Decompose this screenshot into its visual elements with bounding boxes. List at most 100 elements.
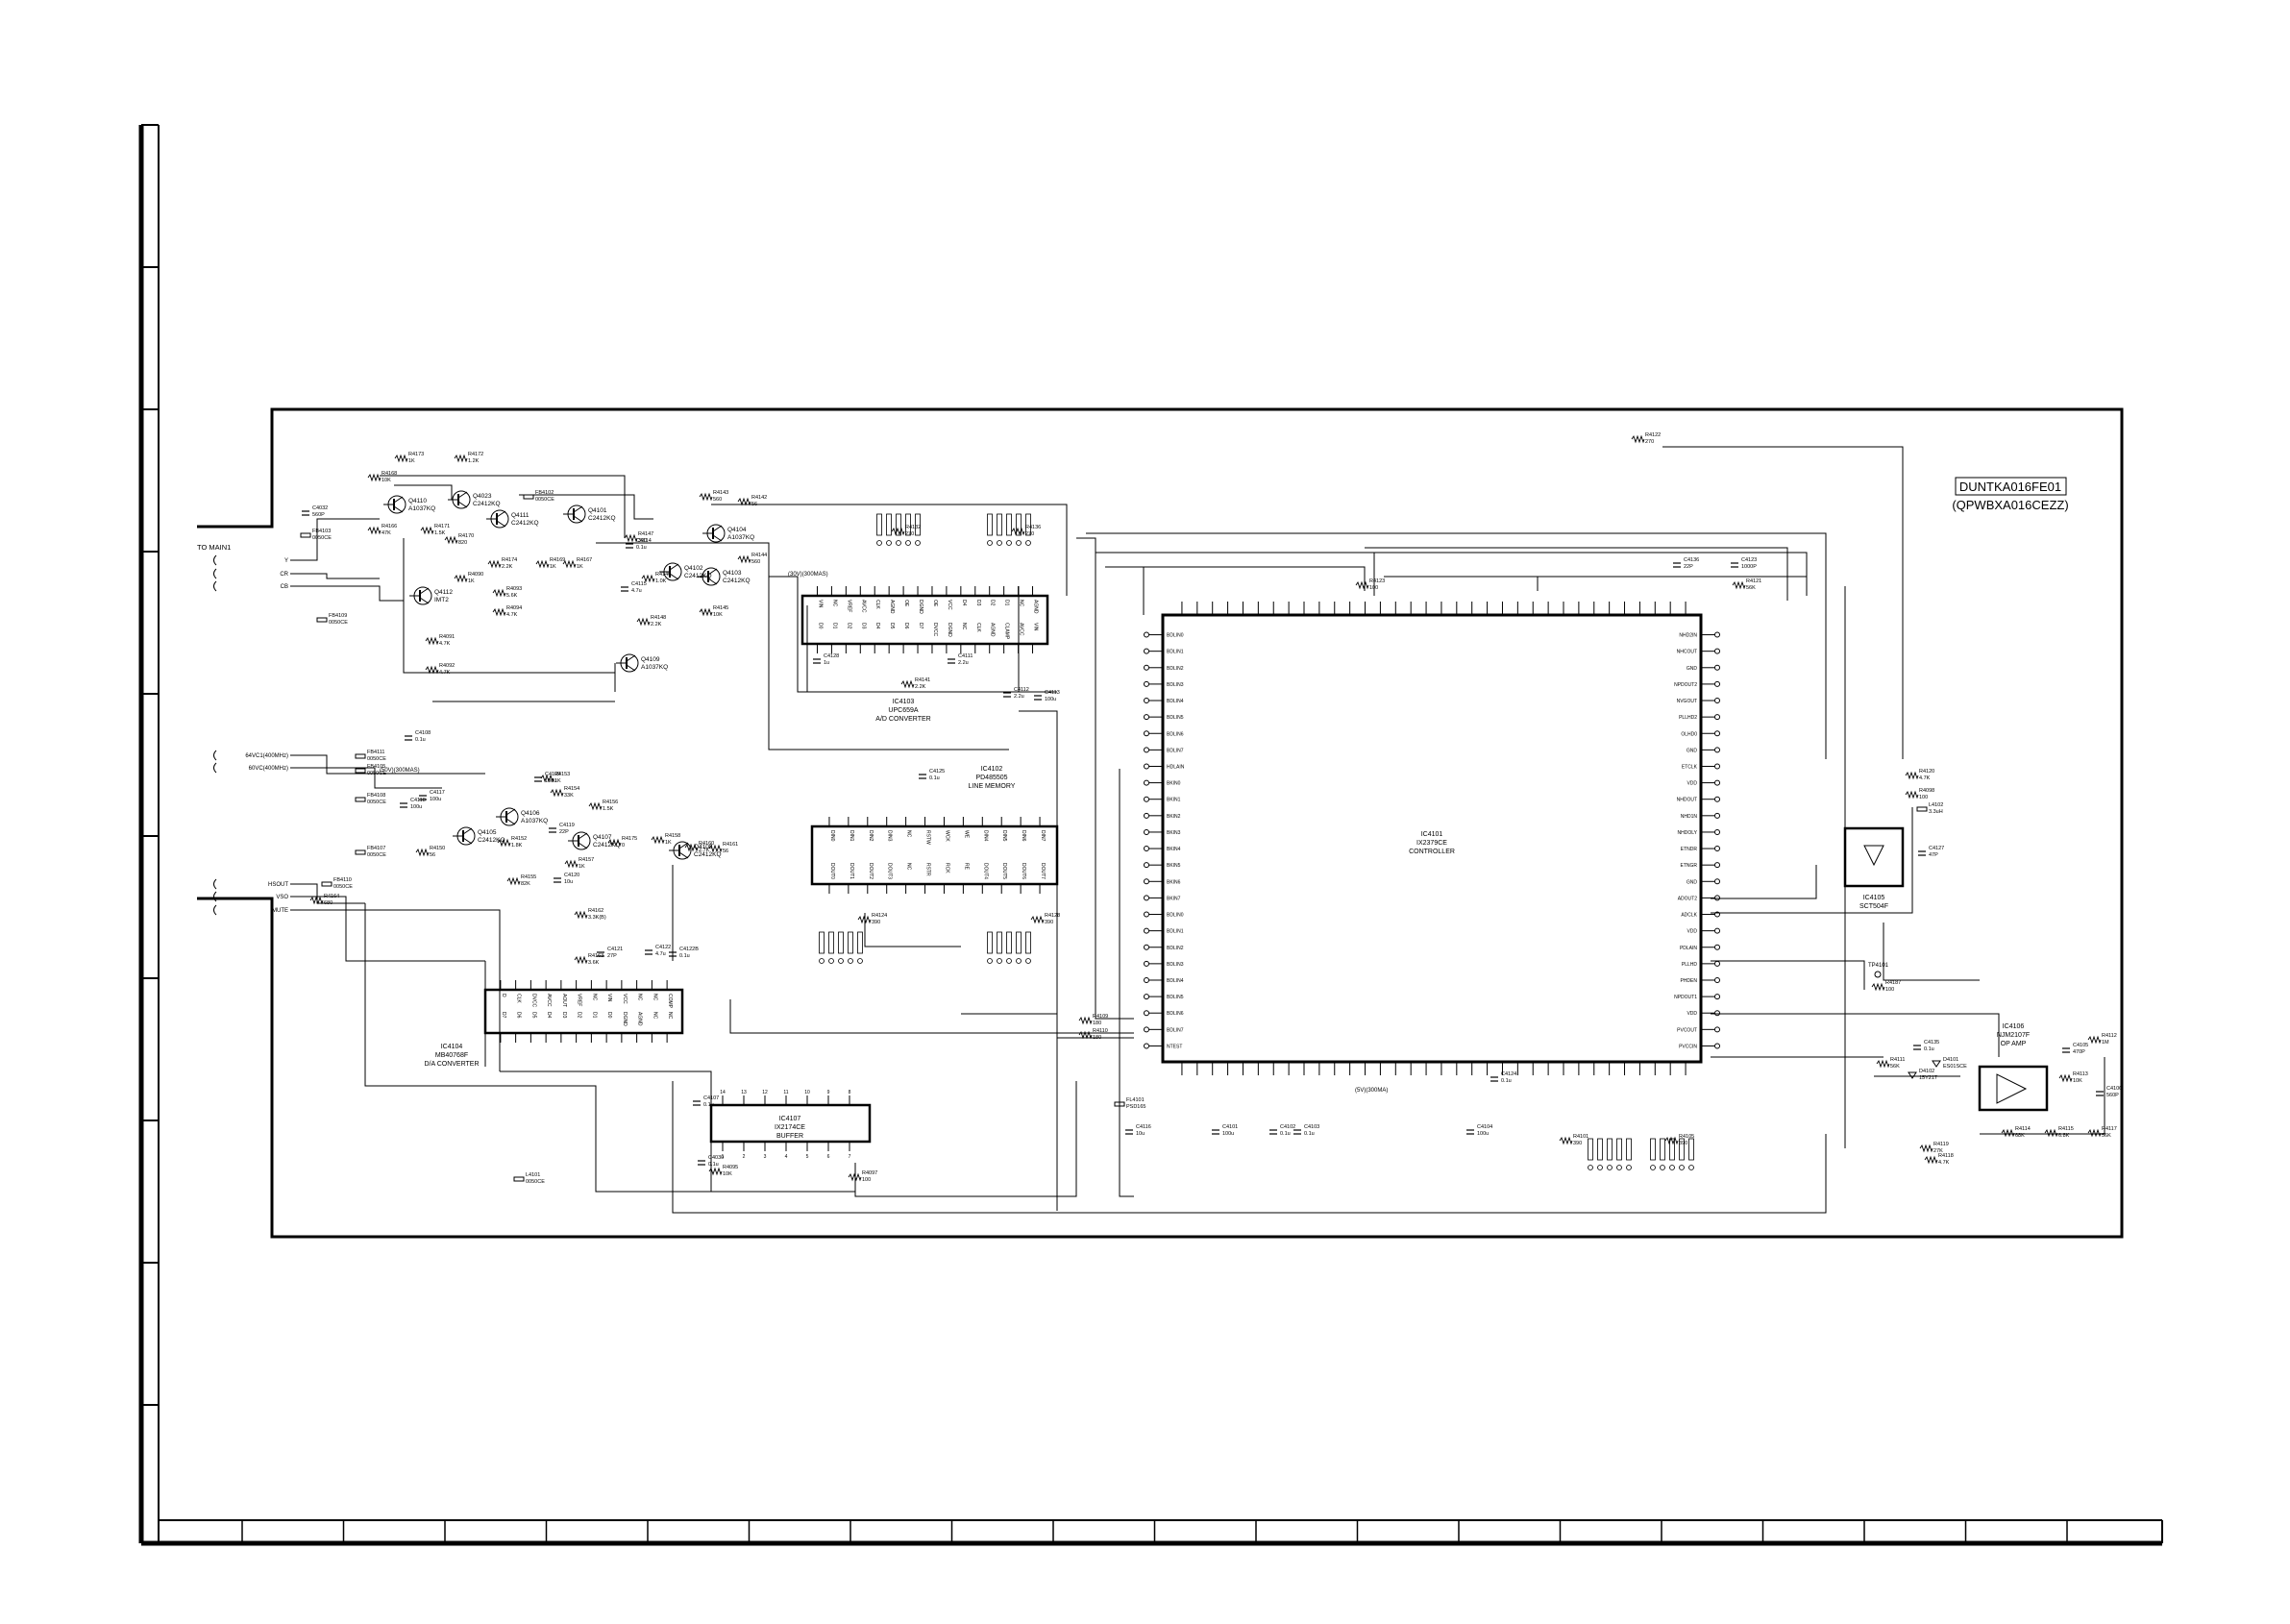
transistor-ref: Q4023 bbox=[473, 493, 492, 500]
ic-pin-pad bbox=[1714, 1026, 1720, 1033]
ic-pin-number: 11 bbox=[783, 1090, 788, 1095]
resistor-zigzag bbox=[699, 607, 713, 617]
connector-title: TO MAIN1 bbox=[197, 543, 231, 552]
ic-pin-label: PDLAIN bbox=[1680, 946, 1697, 951]
ic-pin-label: NHD1N bbox=[1681, 814, 1698, 820]
passive-ref: C4111 bbox=[958, 653, 973, 659]
transistor-emitter bbox=[457, 501, 468, 508]
resistor-zigzag bbox=[737, 554, 751, 564]
ic-pin-label: D3 bbox=[975, 600, 981, 606]
board-code-box bbox=[1955, 477, 2067, 496]
ic-pin-label: ADOUT2 bbox=[1678, 896, 1698, 901]
array-resistor bbox=[828, 931, 834, 954]
ic-function: CONTROLLER bbox=[1409, 849, 1455, 855]
ic-pin-pad bbox=[1144, 714, 1149, 721]
ic-pin-pad bbox=[1714, 698, 1720, 704]
resistor-zigzag bbox=[415, 848, 430, 857]
board-code: DUNTKA016FE01 bbox=[1959, 480, 2061, 494]
ic-pin-label: ETNDR bbox=[1681, 847, 1698, 852]
transistor-ref: Q4111 bbox=[511, 512, 529, 519]
passive-ref: C4120 bbox=[564, 873, 579, 878]
array-resistor bbox=[1607, 1138, 1613, 1161]
ic-pin-number: 3 bbox=[764, 1154, 767, 1160]
passive-value: 100u bbox=[410, 804, 422, 810]
grid-column-dividers bbox=[241, 1520, 2068, 1543]
transistor-emitter bbox=[626, 664, 636, 672]
resistor-zigzag bbox=[1078, 1030, 1093, 1040]
ic-pin-pad bbox=[1714, 664, 1720, 671]
array-resistor bbox=[987, 931, 993, 954]
array-resistor bbox=[876, 513, 882, 536]
array-pad bbox=[1588, 1165, 1593, 1170]
ic-pin-pad bbox=[1144, 747, 1149, 753]
wire-trace bbox=[293, 573, 380, 579]
array-pad bbox=[1016, 958, 1022, 964]
ic-pin-label: DOUT4 bbox=[982, 863, 988, 879]
passive-ref: R4145 bbox=[713, 605, 728, 611]
passive-ref: C4128 bbox=[824, 653, 839, 659]
array-resistor bbox=[1597, 1138, 1603, 1161]
ic-pin-label: NTEST bbox=[1167, 1044, 1182, 1049]
transistor-part: C2412KQ bbox=[473, 501, 501, 507]
passive-value: 1K bbox=[408, 458, 415, 464]
array-pad bbox=[1016, 540, 1022, 546]
ic-pin-label: D6 bbox=[516, 1012, 522, 1019]
passive-value: 470P bbox=[2073, 1049, 2085, 1055]
wire-trace bbox=[500, 1070, 712, 1192]
resistor-zigzag bbox=[1905, 790, 1919, 800]
passive-ref: R4122 bbox=[1645, 432, 1661, 438]
array-resistor bbox=[1669, 1138, 1675, 1161]
ic-pin-label: DOUT7 bbox=[1040, 863, 1046, 879]
transistor-layer: Q4110A1037KQQ4111C2412KQQ4023C2412KQQ410… bbox=[383, 490, 754, 860]
ic-pin-label: BKIN6 bbox=[1167, 879, 1181, 885]
ic-pin-pad bbox=[1714, 730, 1720, 737]
connector-pin-contact bbox=[213, 904, 217, 916]
resistor-zigzag bbox=[1011, 527, 1025, 536]
passive-ref: C4122 bbox=[655, 945, 671, 950]
passive-value: 3.6K bbox=[588, 960, 600, 966]
ic-pin-label: BKIN1 bbox=[1167, 798, 1181, 803]
ic-pin-pad bbox=[1714, 763, 1720, 770]
passive-value: 4.7u bbox=[655, 951, 666, 957]
wire-trace bbox=[293, 767, 442, 789]
resistor-zigzag bbox=[900, 679, 915, 689]
ic-pin-pad bbox=[1714, 862, 1720, 869]
transistor-part: C2412KQ bbox=[694, 851, 722, 858]
passive-ref: R4152 bbox=[511, 836, 527, 842]
ic-ref: IC4103 bbox=[893, 699, 915, 705]
passive-value: 100 bbox=[1919, 795, 1928, 800]
ic-body bbox=[1843, 826, 1905, 888]
resistor-zigzag bbox=[891, 527, 905, 536]
passive-ref: R4095 bbox=[723, 1165, 738, 1170]
ic-pin-pad bbox=[1144, 1026, 1149, 1033]
inductor-body bbox=[355, 768, 366, 774]
array-pad bbox=[915, 540, 921, 546]
passive-ref: R4128 bbox=[1045, 913, 1060, 919]
passive-ref: C4125 bbox=[929, 769, 945, 775]
transistor-collector bbox=[669, 563, 679, 571]
net-label-30v: (30V)(300MAS) bbox=[788, 572, 828, 578]
passive-ref: R4112 bbox=[2102, 1033, 2117, 1039]
ic-pin-label: PVCCIN bbox=[1679, 1044, 1697, 1049]
ic-pin-label: DIN4 bbox=[982, 830, 988, 842]
array-resistor bbox=[987, 513, 993, 536]
wire-trace bbox=[1807, 446, 1904, 759]
ic-ref: IC4106 bbox=[2003, 1023, 2025, 1030]
passive-value: 0050CE bbox=[535, 497, 554, 503]
passive-ref: R4163 bbox=[588, 953, 603, 959]
passive-value: 0 bbox=[622, 843, 625, 849]
